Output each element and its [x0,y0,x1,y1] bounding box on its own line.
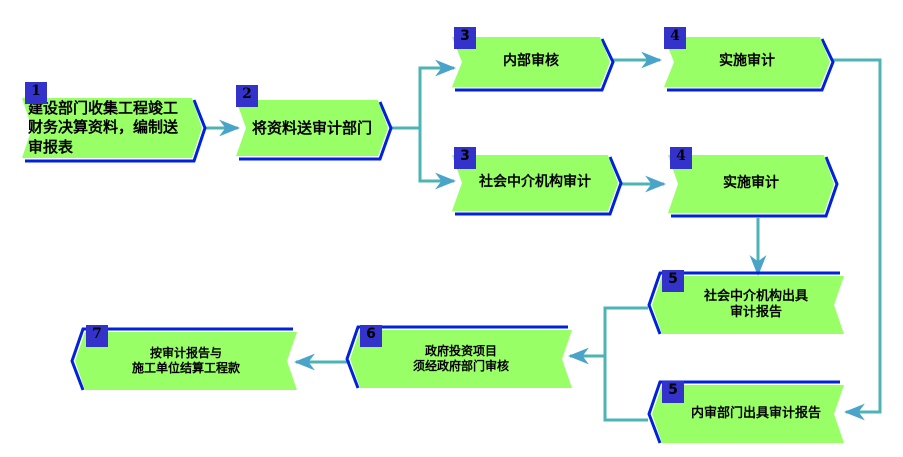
node-n2-fill [236,100,388,156]
node-n4a-shape[interactable] [664,37,835,92]
node-n4a-border [667,38,835,92]
connector-n5-merge [603,306,648,422]
node-6-step-badge: 6 [360,325,382,347]
node-n5b-fill [652,385,844,443]
node-3b-text[interactable]: 社会中介机构审计 [479,174,591,191]
node-n1-border [25,99,207,163]
node-n3a-shape[interactable] [452,37,615,92]
nodes [22,37,844,444]
node-n5a-fill [652,276,844,334]
node-n3a-border [455,38,615,92]
node-5a-step-badge: 5 [662,270,684,292]
node-n6-border [345,325,568,389]
node-n1-shape[interactable] [22,98,207,163]
node-n7-shape[interactable] [70,327,297,391]
node-7-step-badge: 7 [86,325,108,347]
node-5b-text[interactable]: 内审部门出具审计报告 [690,405,821,421]
node-3a-step-badge: 3 [454,27,476,49]
node-1-text[interactable]: 建设部门收集工程竣工 财务决算资料，编制送 审报表 [28,98,179,156]
node-n2-shape[interactable] [236,100,393,161]
node-n5a-border [647,271,840,335]
node-1-step-badge: 1 [25,82,47,104]
node-n2-border [239,101,393,161]
node-4b-text[interactable]: 实施审计 [723,175,779,192]
node-n7-fill [75,332,297,390]
node-7-text[interactable]: 按审计报告与 施工单位结算工程款 [131,346,240,375]
node-n5a-shape[interactable] [647,271,844,335]
node-n4a-fill [664,37,830,87]
node-5a-text[interactable]: 社会中介机构出具 审计报告 [703,288,808,320]
node-4b-step-badge: 4 [670,147,692,169]
node-4a-text[interactable]: 实施审计 [719,53,775,70]
node-n3b-fill [452,155,618,211]
node-n7-border [70,327,293,391]
connector-n2-n3b [418,128,457,190]
node-n1-fill [22,98,202,158]
node-n3b-shape[interactable] [452,155,623,216]
node-n5b-border [647,380,840,444]
node-3a-text[interactable]: 内部审核 [503,53,559,70]
node-n4b-fill [668,155,834,213]
node-n4b-shape[interactable] [668,155,839,218]
node-5b-step-badge: 5 [662,381,684,403]
node-n5b-shape[interactable] [647,380,844,444]
node-3b-step-badge: 3 [454,147,476,169]
node-n4b-border [671,156,839,218]
connector-n2-n3a [390,59,457,130]
node-n3a-fill [452,37,610,87]
connector-n4a-n5b [832,58,882,421]
node-6-text[interactable]: 政府投资项目 须经政府部门审核 [412,344,509,373]
node-2-step-badge: 2 [236,85,258,107]
node-n3b-border [455,156,623,216]
node-n6-fill [350,330,572,388]
node-2-text[interactable]: 将资料送审计部门 [251,118,372,137]
connectors [204,51,882,422]
node-n6-shape[interactable] [345,325,572,389]
node-4a-step-badge: 4 [664,27,686,49]
